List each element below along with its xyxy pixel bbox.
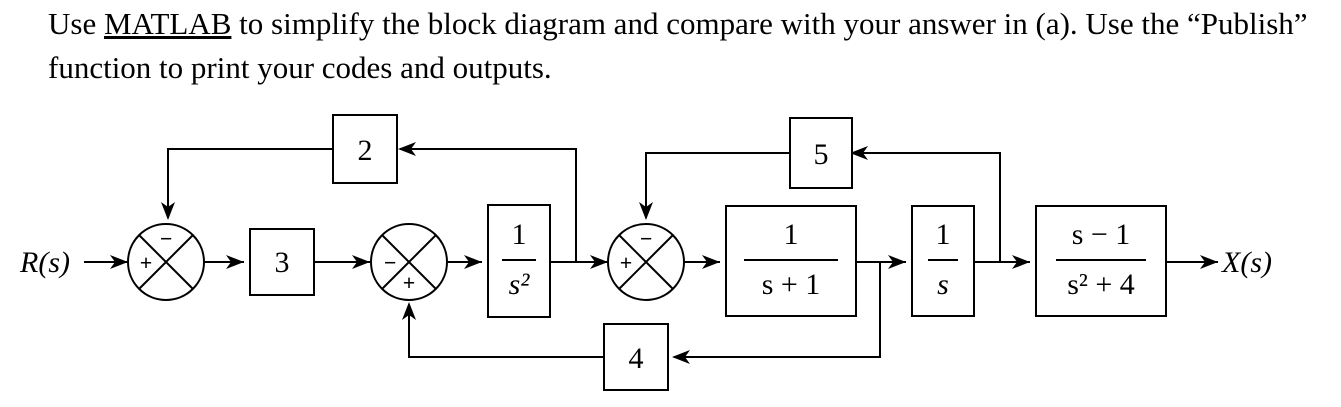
input-signal-label: R(s) xyxy=(19,246,70,279)
g1-denominator: s² xyxy=(509,268,531,301)
gain-3-value: 3 xyxy=(275,246,290,279)
feedback-block-5: 5 xyxy=(789,117,853,189)
transfer-block-g1: 1 s² xyxy=(487,204,551,318)
gain-block-3: 3 xyxy=(249,228,315,296)
g3-denominator: s xyxy=(937,268,949,301)
prompt-text-start: Use xyxy=(48,6,104,41)
g2-numerator: 1 xyxy=(784,218,799,251)
feedback-2-value: 2 xyxy=(358,134,373,167)
transfer-block-g3: 1 s xyxy=(911,205,975,317)
output-signal-label: X(s) xyxy=(1221,246,1272,279)
summing-junction-1: + − xyxy=(127,223,205,301)
feedback-5-value: 5 xyxy=(814,138,829,171)
sum2-left-sign: − xyxy=(384,250,397,275)
matlab-link-text: MATLAB xyxy=(103,6,232,41)
problem-statement: Use MATLAB to simplify the block diagram… xyxy=(48,2,1338,90)
sum3-top-sign: − xyxy=(640,226,653,251)
feedback-4-value: 4 xyxy=(629,342,644,375)
sum1-left-sign: + xyxy=(140,250,153,275)
g2-denominator: s + 1 xyxy=(762,268,821,301)
feedback-block-4: 4 xyxy=(603,323,669,391)
summing-junction-3: + − xyxy=(607,223,685,301)
g4-numerator: s − 1 xyxy=(1072,218,1131,251)
sum1-top-sign: − xyxy=(160,226,173,251)
sum2-bottom-sign: + xyxy=(403,270,416,295)
prompt-text-end: to simplify the block diagram and compar… xyxy=(48,6,1308,85)
transfer-block-g2: 1 s + 1 xyxy=(725,205,857,317)
sum3-left-sign: + xyxy=(620,250,633,275)
transfer-block-g4: s − 1 s² + 4 xyxy=(1035,205,1167,317)
arrowheads xyxy=(110,142,1218,364)
g3-numerator: 1 xyxy=(936,218,951,251)
feedback-block-2: 2 xyxy=(332,114,398,184)
summing-junction-2: − + xyxy=(370,223,448,301)
g4-denominator: s² + 4 xyxy=(1067,268,1135,301)
g1-numerator: 1 xyxy=(512,218,527,251)
